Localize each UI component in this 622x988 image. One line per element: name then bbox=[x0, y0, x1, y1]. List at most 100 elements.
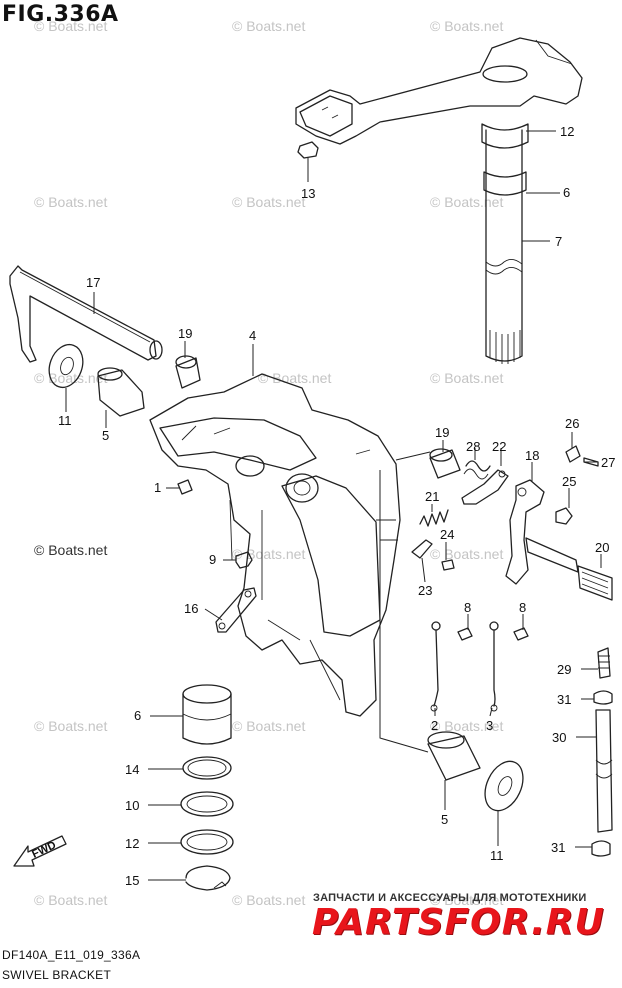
swivel-bracket-4 bbox=[149, 373, 401, 717]
bushing-12-lower bbox=[180, 829, 234, 855]
watermark: © Boats.net bbox=[34, 892, 108, 908]
bushing-29 bbox=[597, 647, 611, 679]
washer-11-lower bbox=[484, 760, 524, 812]
watermark: © Boats.net bbox=[430, 370, 504, 386]
figure-name: SWIVEL BRACKET bbox=[2, 968, 112, 982]
fwd-label: FWD bbox=[30, 839, 58, 860]
callout-14: 14 bbox=[125, 762, 139, 777]
stopper-20 bbox=[525, 537, 613, 601]
callout-23: 23 bbox=[418, 583, 432, 598]
nut-25 bbox=[555, 507, 573, 525]
watermark: © Boats.net bbox=[232, 194, 306, 210]
callout-12: 12 bbox=[560, 124, 574, 139]
watermark: © Boats.net bbox=[34, 194, 108, 210]
spring-21 bbox=[419, 509, 449, 527]
callout-21: 21 bbox=[425, 489, 439, 504]
callout-8: 8 bbox=[464, 600, 471, 615]
callout-28: 28 bbox=[466, 439, 480, 454]
tilt-rod-17 bbox=[9, 265, 163, 363]
leader-lines bbox=[65, 130, 602, 881]
bolt-8-left bbox=[457, 627, 473, 641]
ring-6-lower bbox=[182, 684, 232, 745]
figure-title: FIG.336A bbox=[2, 2, 119, 27]
callout-11: 11 bbox=[490, 848, 504, 863]
callout-5: 5 bbox=[102, 428, 109, 443]
brand-logo: PARTSFOR.RU bbox=[312, 902, 605, 943]
callout-18: 18 bbox=[525, 448, 539, 463]
watermark: © Boats.net bbox=[258, 370, 332, 386]
callout-31: 31 bbox=[557, 692, 571, 707]
callout-29: 29 bbox=[557, 662, 571, 677]
bushing-19-lower bbox=[429, 448, 461, 479]
callout-12: 12 bbox=[125, 836, 139, 851]
callout-6: 6 bbox=[134, 708, 141, 723]
spring-28 bbox=[463, 460, 491, 480]
callout-26: 26 bbox=[565, 416, 579, 431]
plate-23 bbox=[411, 539, 433, 559]
lever-18 bbox=[505, 479, 545, 585]
watermark: © Boats.net bbox=[34, 18, 108, 34]
callout-16: 16 bbox=[184, 601, 198, 616]
callout-13: 13 bbox=[301, 186, 315, 201]
clip-31-upper bbox=[593, 690, 613, 705]
watermark: © Boats.net bbox=[232, 892, 306, 908]
watermark: © Boats.net bbox=[34, 718, 108, 734]
callout-22: 22 bbox=[492, 439, 506, 454]
bolt-8-right bbox=[513, 627, 529, 641]
callout-3: 3 bbox=[486, 718, 493, 733]
callout-2: 2 bbox=[431, 718, 438, 733]
callout-25: 25 bbox=[562, 474, 576, 489]
fwd-arrow-icon: FWD bbox=[13, 835, 67, 867]
callout-9: 9 bbox=[209, 552, 216, 567]
bolt-1 bbox=[177, 479, 193, 495]
bolt-9 bbox=[235, 551, 253, 569]
callout-15: 15 bbox=[125, 873, 139, 888]
pilot-shaft bbox=[481, 123, 529, 364]
bushing-5-lower bbox=[427, 731, 481, 781]
washer-26 bbox=[565, 445, 581, 463]
callout-11: 11 bbox=[58, 413, 72, 428]
callout-4: 4 bbox=[249, 328, 256, 343]
screw-24 bbox=[441, 559, 455, 571]
ground-cable-2 bbox=[430, 621, 441, 712]
washer-14 bbox=[182, 756, 232, 780]
watermark: © Boats.net bbox=[430, 546, 504, 562]
watermark: © Boats.net bbox=[430, 892, 504, 908]
link-22 bbox=[461, 469, 509, 505]
pin-27 bbox=[583, 457, 599, 467]
watermark: © Boats.net bbox=[430, 18, 504, 34]
callout-8: 8 bbox=[519, 600, 526, 615]
ground-cable-3 bbox=[489, 621, 499, 712]
callout-5: 5 bbox=[441, 812, 448, 827]
callout-19: 19 bbox=[178, 326, 192, 341]
callout-31: 31 bbox=[551, 840, 565, 855]
watermark: © Boats.net bbox=[232, 718, 306, 734]
watermark-main: © Boats.net bbox=[34, 542, 108, 558]
callout-6: 6 bbox=[563, 185, 570, 200]
snap-ring-15 bbox=[185, 865, 231, 891]
washer-11-upper bbox=[48, 343, 84, 389]
callout-7: 7 bbox=[555, 234, 562, 249]
callout-27: 27 bbox=[601, 455, 615, 470]
watermark: © Boats.net bbox=[430, 194, 504, 210]
brand-subtitle: ЗАПЧАСТИ И АКСЕССУАРЫ ДЛЯ МОТОТЕХНИКИ bbox=[313, 892, 587, 904]
clip-31-lower bbox=[591, 840, 611, 857]
callout-24: 24 bbox=[440, 527, 454, 542]
bushing-5-upper bbox=[97, 367, 145, 417]
callout-19: 19 bbox=[435, 425, 449, 440]
steering-arm bbox=[295, 37, 583, 145]
washer-10 bbox=[180, 791, 234, 817]
callout-17: 17 bbox=[86, 275, 100, 290]
callout-1: 1 bbox=[154, 480, 161, 495]
bolt-13 bbox=[297, 141, 319, 159]
watermark: © Boats.net bbox=[232, 18, 306, 34]
lever-16 bbox=[215, 587, 257, 633]
figure-code: DF140A_E11_019_336A bbox=[2, 948, 141, 962]
callouts: 12 6 7 13 17 19 4 11 5 19 28 22 18 26 27… bbox=[58, 124, 615, 888]
callout-30: 30 bbox=[552, 730, 566, 745]
bushing-19-upper bbox=[175, 355, 201, 389]
watermark: © Boats.net bbox=[430, 718, 504, 734]
callout-10: 10 bbox=[125, 798, 139, 813]
